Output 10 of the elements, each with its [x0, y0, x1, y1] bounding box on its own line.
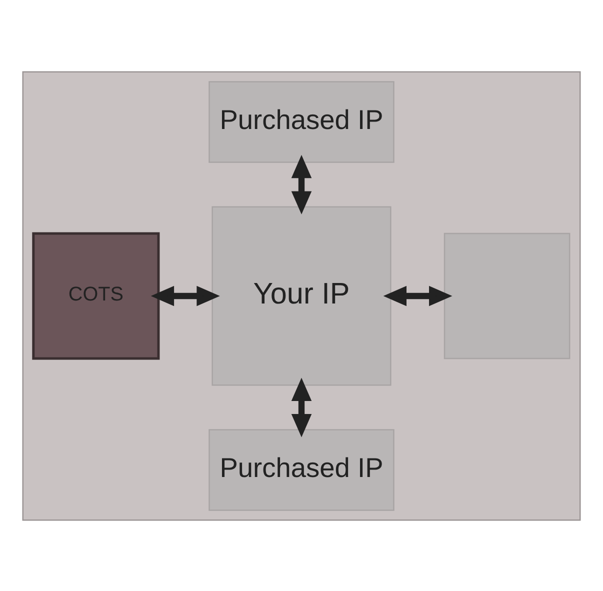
arrow — [150, 285, 220, 306]
arrow — [291, 154, 312, 214]
node-box: Your IP — [212, 206, 392, 386]
node-box — [444, 232, 570, 359]
arrow — [291, 377, 312, 437]
arrow — [383, 285, 452, 306]
node-box: Purchased IP — [208, 80, 394, 162]
node-box: COTS — [32, 232, 160, 360]
cluster — [22, 70, 581, 520]
node-box: Purchased IP — [208, 428, 394, 510]
